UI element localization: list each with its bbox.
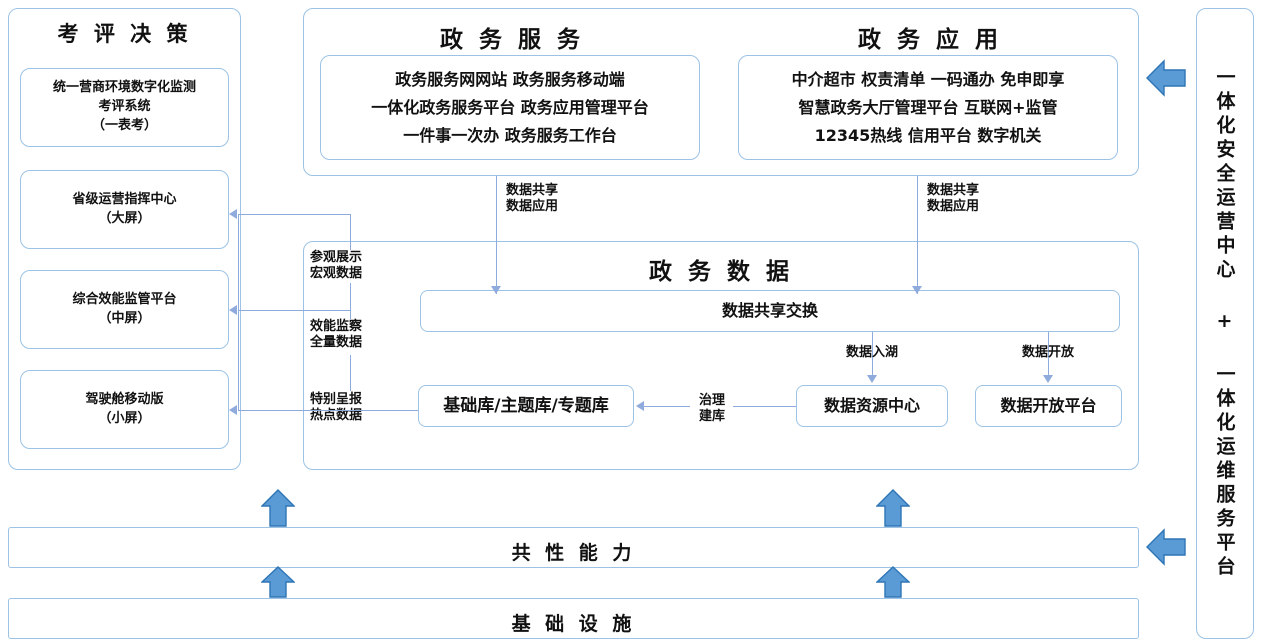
connector-branch-to-command-center bbox=[238, 214, 350, 215]
eval-box-line: （小屏） bbox=[98, 410, 151, 426]
label-line: 数据应用 bbox=[927, 199, 980, 215]
label-line: 数据共享 bbox=[506, 183, 559, 198]
label-line: 全量数据 bbox=[310, 335, 363, 351]
common-capability-bar[interactable] bbox=[8, 527, 1139, 568]
eval-box-line: 统一营商环境数字化监测 bbox=[52, 80, 196, 96]
infrastructure-label: 基 础 设 施 bbox=[511, 613, 636, 635]
eval-box-line: 考评系统 bbox=[98, 99, 151, 115]
arrow-left-icon bbox=[229, 305, 237, 315]
label-data-into-lake: 数据入湖 bbox=[836, 345, 908, 361]
government-application-box[interactable]: 中介超市 权责清单 一码通办 免申即享 智慧政务大厅管理平台 互联网+监管 12… bbox=[738, 55, 1118, 160]
connector-application-to-data bbox=[917, 176, 918, 294]
label-governance-build: 治理 建库 bbox=[690, 393, 734, 426]
connector-exchange-to-open-platform bbox=[1048, 332, 1049, 378]
connector-branch-to-cockpit bbox=[238, 410, 418, 411]
data-open-platform-box[interactable]: 数据开放平台 bbox=[975, 385, 1122, 427]
government-data-panel bbox=[303, 241, 1139, 470]
block-arrow-up-icon bbox=[876, 489, 910, 527]
label-line: 数据入湖 bbox=[845, 345, 898, 360]
government-data-title: 政 务 数 据 bbox=[648, 259, 794, 285]
label-share-right: 数据共享 数据应用 bbox=[927, 183, 979, 216]
eval-box-line: （一表考） bbox=[91, 117, 157, 133]
stub-line-mid bbox=[350, 283, 351, 319]
government-application-title: 政 务 应 用 bbox=[857, 27, 1003, 53]
label-line: 宏观数据 bbox=[310, 266, 363, 282]
arrow-down-icon bbox=[912, 286, 922, 294]
evaluation-decision-title: 考 评 决 策 bbox=[57, 22, 192, 46]
eval-box-line: 驾驶舱移动版 bbox=[85, 391, 164, 407]
arrow-down-icon bbox=[491, 286, 501, 294]
arrow-left-icon bbox=[229, 405, 237, 415]
data-sharing-exchange-box[interactable]: 数据共享交换 bbox=[420, 290, 1120, 332]
arrow-left-icon bbox=[636, 401, 644, 411]
eval-box-line: （中屏） bbox=[98, 310, 151, 326]
label-line: 治理 bbox=[698, 393, 725, 408]
arrow-down-icon bbox=[1043, 375, 1053, 383]
eval-box-line: 综合效能监管平台 bbox=[72, 291, 177, 307]
base-theme-topic-repository-box[interactable]: 基础库/主题库/专题库 bbox=[418, 385, 634, 427]
arrow-left-icon bbox=[229, 209, 237, 219]
eval-box-provincial-command-center[interactable]: 省级运营指挥中心 （大屏） bbox=[20, 170, 229, 249]
connector-exchange-to-resource-center bbox=[872, 332, 873, 378]
stub-line-top bbox=[350, 214, 351, 250]
label-data-open: 数据开放 bbox=[1012, 345, 1084, 361]
label-line: 数据共享 bbox=[927, 183, 980, 198]
arrow-down-icon bbox=[867, 375, 877, 383]
security-ops-rail-panel[interactable]: 一体化安全运营中心 + 一体化运维服务平台 bbox=[1196, 8, 1254, 639]
government-service-box[interactable]: 政务服务网网站 政务服务移动端 一体化政务服务平台 政务应用管理平台 一件事一次… bbox=[320, 55, 700, 160]
application-line: 12345热线 信用平台 数字机关 bbox=[814, 125, 1042, 145]
application-line: 中介超市 权责清单 一码通办 免申即享 bbox=[791, 69, 1065, 89]
label-line: 热点数据 bbox=[310, 408, 363, 424]
service-line: 一件事一次办 政务服务工作台 bbox=[403, 125, 617, 145]
service-line: 一体化政务服务平台 政务应用管理平台 bbox=[371, 97, 649, 117]
eval-box-line: （大屏） bbox=[98, 210, 151, 226]
label-line: 参观展示 bbox=[310, 250, 363, 265]
government-service-title: 政 务 服 务 bbox=[439, 27, 585, 53]
label-visit-display: 参观展示 宏观数据 bbox=[310, 250, 362, 283]
service-line: 政务服务网网站 政务服务移动端 bbox=[395, 69, 625, 89]
security-ops-rail-label: 一体化安全运营中心 + 一体化运维服务平台 bbox=[1213, 67, 1236, 580]
label-line: 效能监察 bbox=[310, 319, 363, 334]
eval-box-unified-monitoring[interactable]: 统一营商环境数字化监测 考评系统 （一表考） bbox=[20, 68, 229, 147]
application-line: 智慧政务大厅管理平台 互联网+监管 bbox=[798, 97, 1058, 117]
connector-rail-vertical-outer bbox=[238, 214, 239, 410]
connector-resource-to-repo-left bbox=[644, 406, 690, 407]
block-arrow-up-icon bbox=[261, 566, 295, 598]
infrastructure-bar[interactable] bbox=[8, 598, 1139, 639]
block-arrow-left-icon bbox=[1146, 58, 1186, 98]
eval-box-efficiency-supervision[interactable]: 综合效能监管平台 （中屏） bbox=[20, 270, 229, 349]
label-special-report: 特别呈报 热点数据 bbox=[310, 392, 362, 425]
block-arrow-left-icon bbox=[1146, 527, 1186, 567]
data-open-platform-label: 数据开放平台 bbox=[1000, 396, 1097, 416]
connector-branch-to-efficiency-platform bbox=[238, 310, 350, 311]
label-efficiency-monitor: 效能监察 全量数据 bbox=[310, 319, 362, 352]
common-capability-label: 共 性 能 力 bbox=[511, 542, 636, 564]
connector-resource-to-repo-right bbox=[733, 406, 796, 407]
eval-box-line: 省级运营指挥中心 bbox=[72, 191, 177, 207]
data-resource-center-box[interactable]: 数据资源中心 bbox=[796, 385, 948, 427]
eval-box-cockpit-mobile[interactable]: 驾驶舱移动版 （小屏） bbox=[20, 370, 229, 449]
label-line: 数据应用 bbox=[506, 199, 559, 215]
repository-label: 基础库/主题库/专题库 bbox=[443, 395, 609, 416]
block-arrow-up-icon bbox=[261, 489, 295, 527]
label-line: 建库 bbox=[698, 409, 725, 425]
connector-service-to-data bbox=[496, 176, 497, 294]
block-arrow-up-icon bbox=[876, 566, 910, 598]
label-line: 特别呈报 bbox=[310, 392, 363, 407]
data-resource-center-label: 数据资源中心 bbox=[823, 396, 920, 416]
label-line: 数据开放 bbox=[1021, 345, 1074, 360]
data-sharing-exchange-label: 数据共享交换 bbox=[721, 301, 818, 321]
label-share-left: 数据共享 数据应用 bbox=[506, 183, 558, 216]
stub-line-low bbox=[350, 355, 351, 391]
